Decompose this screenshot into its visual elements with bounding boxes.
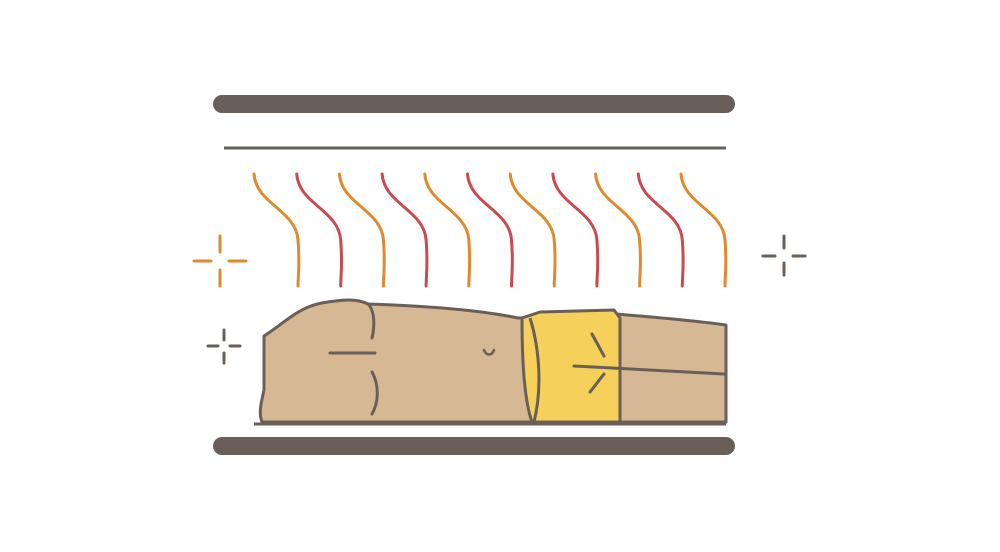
sparkle-icon bbox=[192, 234, 248, 288]
heat-wave bbox=[423, 172, 472, 288]
shoulder-lower-line bbox=[370, 370, 379, 416]
shorts-fold bbox=[590, 332, 606, 358]
heat-wave bbox=[594, 172, 642, 288]
heat-wave bbox=[252, 172, 301, 288]
heat-wave bbox=[380, 172, 429, 288]
navel bbox=[482, 348, 496, 356]
heat-waves bbox=[252, 172, 728, 288]
leg-line bbox=[572, 364, 726, 376]
person-lying bbox=[258, 298, 728, 424]
heat-wave bbox=[466, 172, 514, 288]
heat-wave bbox=[636, 172, 685, 288]
sparkle-icon bbox=[206, 328, 242, 365]
shoulder-line bbox=[366, 302, 376, 340]
shorts-waist-line bbox=[528, 317, 541, 423]
heat-wave bbox=[551, 172, 600, 288]
heat-wave bbox=[295, 172, 344, 288]
person-body bbox=[258, 298, 728, 424]
heat-wave bbox=[679, 172, 728, 288]
heat-wave bbox=[508, 172, 557, 288]
shorts-fold bbox=[588, 372, 606, 394]
heat-wave bbox=[337, 172, 386, 288]
sparkle-icon bbox=[761, 234, 807, 277]
